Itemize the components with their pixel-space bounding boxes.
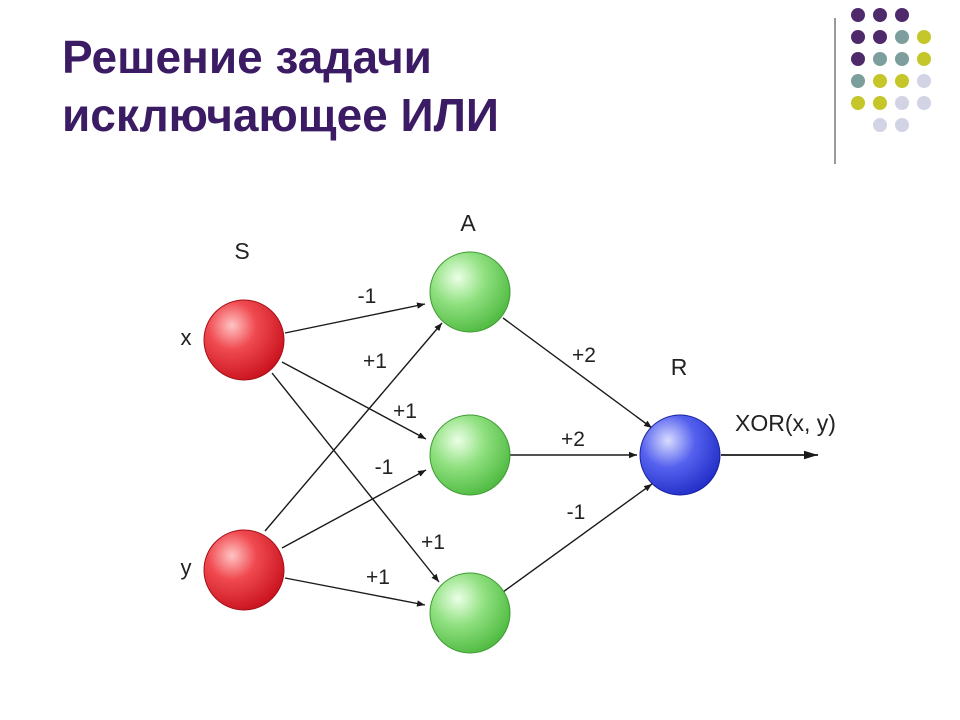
layer-label-a: A [460,210,476,236]
output-label: XOR(x, y) [735,410,836,436]
weight-x-a1: -1 [358,285,377,308]
weight-x-a3: +1 [421,531,445,554]
title-line-1: Решение задачи [62,31,432,83]
weight-y-a1: +1 [363,350,387,373]
weight-y-a2: -1 [375,456,394,479]
edge-y-a1 [264,322,443,532]
input-label-x: x [181,325,192,350]
output-node-r [639,414,721,496]
hidden-node-3 [429,572,511,654]
weight-y-a3: +1 [366,566,390,589]
decorative-divider [834,18,836,164]
layer-label-s: S [234,238,249,264]
title-line-2: исключающее ИЛИ [62,89,499,141]
hidden-node-2 [429,414,511,496]
weight-a2-r: +2 [561,428,585,451]
weight-x-a2: +1 [393,400,417,423]
edge-y-a2 [281,469,427,549]
input-label-y: y [181,555,192,580]
edge-x-a1 [284,302,426,334]
input-node-x [203,299,285,381]
edge-a1-r [502,317,653,429]
hidden-node-1 [429,251,511,333]
edge-x-a3 [271,372,440,583]
edge-a3-r [502,483,653,593]
edge-y-a3 [284,577,426,607]
weight-a3-r: -1 [567,501,586,524]
input-node-y [203,529,285,611]
weight-a1-r: +2 [572,344,596,367]
layer-label-r: R [671,354,688,380]
slide-title: Решение задачи исключающее ИЛИ [62,28,499,144]
edge-x-a2 [281,361,427,440]
